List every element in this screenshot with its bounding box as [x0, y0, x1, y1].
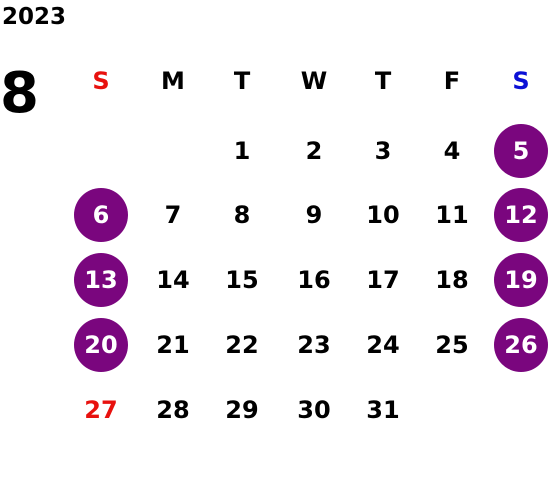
day-cell-29[interactable]: 29: [225, 396, 259, 424]
day-cell-30[interactable]: 30: [297, 396, 331, 424]
day-cell-14[interactable]: 14: [156, 266, 190, 294]
weekday-header-wed: W: [300, 67, 328, 95]
day-cell-17[interactable]: 17: [366, 266, 400, 294]
day-cell-9[interactable]: 9: [305, 201, 323, 229]
day-cell-23[interactable]: 23: [297, 331, 331, 359]
day-cell-7[interactable]: 7: [164, 201, 182, 229]
weekday-header-mon: M: [161, 67, 185, 95]
day-cell-19[interactable]: 19: [494, 253, 548, 307]
day-cell-13[interactable]: 13: [74, 253, 128, 307]
day-cell-11[interactable]: 11: [435, 201, 469, 229]
day-cell-5[interactable]: 5: [494, 124, 548, 178]
day-cell-24[interactable]: 24: [366, 331, 400, 359]
day-cell-25[interactable]: 25: [435, 331, 469, 359]
day-cell-4[interactable]: 4: [443, 137, 461, 165]
day-cell-21[interactable]: 21: [156, 331, 190, 359]
day-cell-3[interactable]: 3: [374, 137, 392, 165]
year-label: 2023: [2, 4, 67, 30]
day-cell-20[interactable]: 20: [74, 318, 128, 372]
weekday-header-sun: S: [92, 67, 110, 95]
weekday-header-thu: T: [374, 67, 392, 95]
day-cell-1[interactable]: 1: [233, 137, 251, 165]
weekday-header-tue: T: [233, 67, 251, 95]
day-cell-8[interactable]: 8: [233, 201, 251, 229]
day-cell-26[interactable]: 26: [494, 318, 548, 372]
weekday-header-fri: F: [443, 67, 461, 95]
day-cell-10[interactable]: 10: [366, 201, 400, 229]
day-cell-16[interactable]: 16: [297, 266, 331, 294]
day-cell-27[interactable]: 27: [84, 396, 118, 424]
weekday-header-sat: S: [512, 67, 530, 95]
month-number: 8: [0, 61, 39, 126]
day-cell-6[interactable]: 6: [74, 188, 128, 242]
day-cell-28[interactable]: 28: [156, 396, 190, 424]
day-cell-22[interactable]: 22: [225, 331, 259, 359]
day-cell-18[interactable]: 18: [435, 266, 469, 294]
day-cell-12[interactable]: 12: [494, 188, 548, 242]
day-cell-31[interactable]: 31: [366, 396, 400, 424]
day-cell-2[interactable]: 2: [305, 137, 323, 165]
day-cell-15[interactable]: 15: [225, 266, 259, 294]
